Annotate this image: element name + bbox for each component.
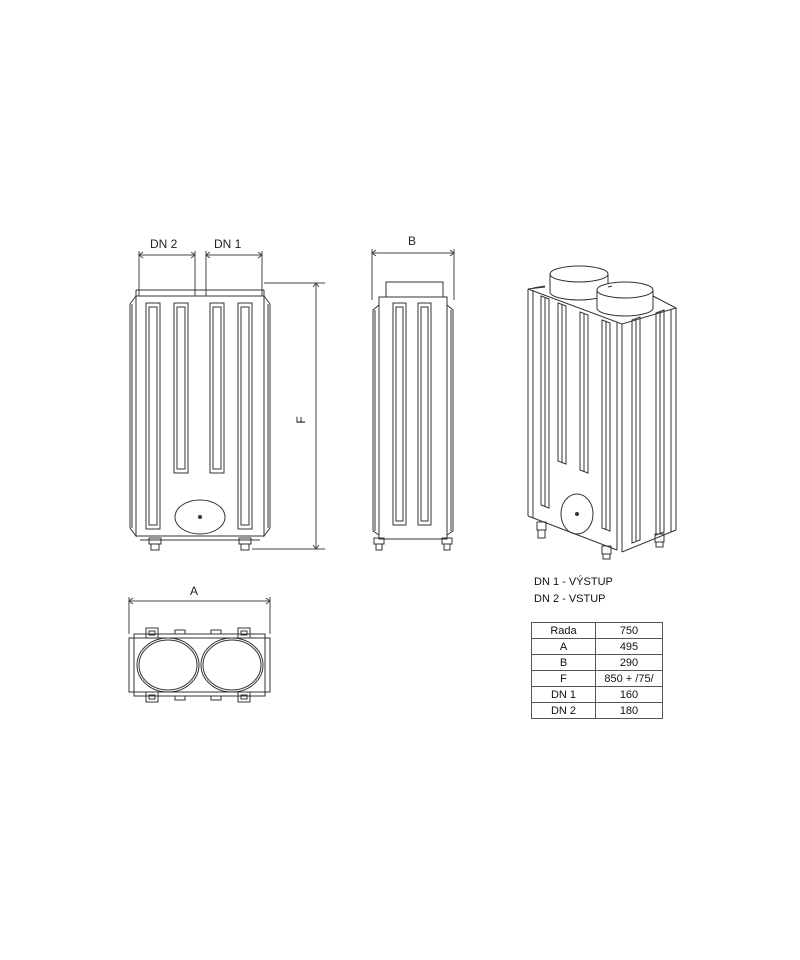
front-view: DN 2 DN 1 xyxy=(129,237,325,551)
spec-value: 290 xyxy=(595,654,663,671)
dn1-label: DN 1 xyxy=(214,237,242,251)
spec-value: 750 xyxy=(595,622,663,639)
spec-key: DN 1 xyxy=(531,686,596,703)
dn-dimension-lines xyxy=(138,251,263,296)
front-foot-right xyxy=(238,537,252,545)
top-inner-plate xyxy=(133,633,266,697)
top-outer-plate xyxy=(128,637,271,693)
f-label: F xyxy=(294,416,308,423)
iso-right-ribs xyxy=(631,309,665,544)
spec-key: Rada xyxy=(531,622,596,639)
iso-collar-dn1 xyxy=(596,281,654,299)
legend-dn1: DN 1 - VÝSTUP xyxy=(534,576,613,588)
side-ribs xyxy=(392,302,432,526)
f-dimension xyxy=(252,282,325,550)
spec-value: 180 xyxy=(595,702,663,719)
spec-value: 850 + /75/ xyxy=(595,670,663,687)
b-label: B xyxy=(408,234,416,248)
legend-dn2: DN 2 - VSTUP xyxy=(534,593,606,605)
iso-collar-dn2 xyxy=(549,265,609,283)
top-corner-feet xyxy=(145,627,251,703)
iso-left-ribs xyxy=(540,295,611,532)
spec-value: 495 xyxy=(595,638,663,655)
front-foot-left xyxy=(148,537,162,545)
front-ribs xyxy=(145,302,253,530)
iso-foot-1 xyxy=(536,521,547,531)
top-opening-dn1 xyxy=(200,637,264,693)
top-opening-dn2 xyxy=(136,637,200,693)
spec-key: F xyxy=(531,670,596,687)
top-lugs xyxy=(174,629,222,701)
side-view: B xyxy=(371,234,455,551)
isometric-view xyxy=(527,265,678,560)
dn2-label: DN 2 xyxy=(150,237,178,251)
a-dimension xyxy=(128,597,271,634)
spec-key: B xyxy=(531,654,596,671)
side-body xyxy=(378,296,448,540)
a-label: A xyxy=(190,584,198,598)
legend: DN 1 - VÝSTUP DN 2 - VSTUP xyxy=(534,574,613,608)
b-dimension xyxy=(371,249,455,300)
spec-key: DN 2 xyxy=(531,702,596,719)
front-air-inlet xyxy=(174,499,226,535)
side-collar xyxy=(385,281,444,298)
spec-key: A xyxy=(531,638,596,655)
top-view: A xyxy=(128,584,271,703)
spec-value: 160 xyxy=(595,686,663,703)
iso-air-inlet xyxy=(560,493,594,535)
